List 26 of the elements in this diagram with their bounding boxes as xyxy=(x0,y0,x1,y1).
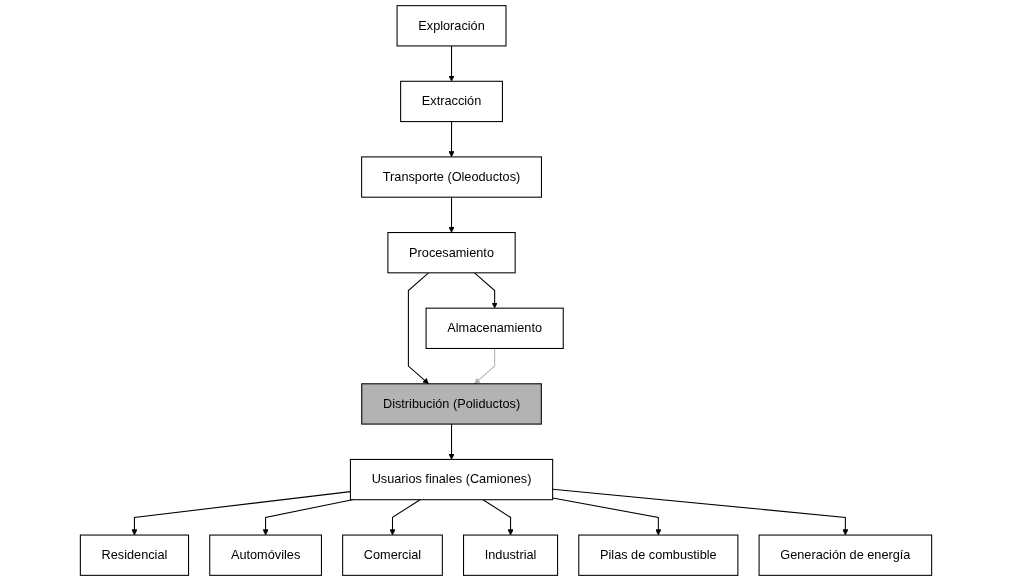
node-box xyxy=(463,534,559,576)
node-box xyxy=(349,458,554,501)
node-box xyxy=(79,534,190,576)
arrow xyxy=(448,423,455,460)
node-box xyxy=(387,232,516,274)
arrow xyxy=(552,497,662,536)
arrow xyxy=(448,45,455,82)
arrow xyxy=(262,499,353,536)
arrow xyxy=(131,491,351,536)
arrow xyxy=(448,121,455,158)
node-box xyxy=(578,534,739,576)
node-box xyxy=(209,534,322,576)
arrow xyxy=(389,499,421,536)
node-box xyxy=(342,534,443,576)
arrow xyxy=(482,499,514,536)
node-box xyxy=(758,534,933,576)
arrow xyxy=(473,272,498,309)
node-box xyxy=(396,5,507,47)
node-box xyxy=(400,80,503,123)
node-box xyxy=(361,156,542,198)
arrow xyxy=(407,272,430,385)
node-box xyxy=(425,307,564,349)
node-box xyxy=(361,383,542,425)
arrow xyxy=(552,488,849,536)
arrow xyxy=(448,196,455,233)
arrow xyxy=(474,347,496,385)
